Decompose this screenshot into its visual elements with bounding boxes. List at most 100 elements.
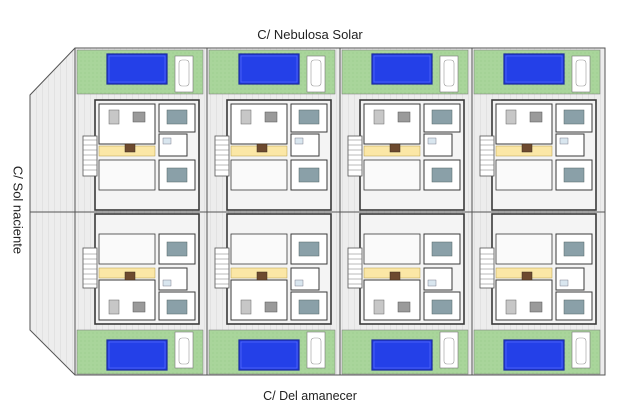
parking-space [571, 55, 591, 93]
bed-1 [431, 109, 453, 125]
sofa [373, 109, 385, 125]
car-outline [443, 337, 455, 365]
bedroom-2 [158, 233, 196, 265]
site-outline [29, 47, 606, 376]
bed-2 [563, 241, 585, 257]
parking-space [306, 331, 326, 369]
hallway [98, 233, 156, 265]
bathroom [158, 267, 188, 291]
staircase [214, 247, 230, 289]
pool-inner [240, 55, 298, 83]
bedroom-1 [290, 103, 328, 133]
pool [238, 53, 300, 85]
parking-space [174, 55, 194, 93]
hallway [495, 159, 553, 191]
dining-table [256, 143, 268, 153]
staircase [347, 247, 363, 289]
house-block-1 [74, 48, 204, 375]
armchair [397, 111, 411, 123]
armchair [397, 301, 411, 313]
pool [503, 339, 565, 371]
bedroom-2 [290, 233, 328, 265]
bed-2 [298, 241, 320, 257]
dining-table [389, 143, 401, 153]
sofa [373, 299, 385, 315]
bed-2 [166, 167, 188, 183]
hallway [495, 233, 553, 265]
bathroom [555, 267, 585, 291]
sofa [108, 109, 120, 125]
pool-inner [505, 55, 563, 83]
bed-2 [298, 167, 320, 183]
street-label-bottom: C/ Del amanecer [263, 389, 357, 403]
staircase [82, 247, 98, 289]
bed-1 [166, 299, 188, 315]
staircase [479, 247, 495, 289]
hallway [98, 159, 156, 191]
house-block-4 [471, 48, 601, 375]
parking-space [306, 55, 326, 93]
pool-inner [373, 341, 431, 369]
pool [106, 339, 168, 371]
pool-inner [373, 55, 431, 83]
armchair [529, 111, 543, 123]
pool-inner [240, 341, 298, 369]
bed-2 [563, 167, 585, 183]
pool [503, 53, 565, 85]
living-room [363, 279, 421, 321]
sofa [505, 299, 517, 315]
hallway [363, 159, 421, 191]
dining-table [521, 143, 533, 153]
street-label-top: C/ Nebulosa Solar [257, 27, 363, 42]
street-label-left: C/ Sol naciente [10, 165, 26, 255]
bed-1 [166, 109, 188, 125]
car-outline [575, 337, 587, 365]
bed-1 [298, 299, 320, 315]
bathroom [290, 133, 320, 157]
pool-inner [505, 341, 563, 369]
bathroom [555, 133, 585, 157]
washbasin [294, 137, 304, 145]
armchair [132, 301, 146, 313]
armchair [264, 301, 278, 313]
washbasin [294, 279, 304, 287]
washbasin [559, 137, 569, 145]
dining-table [124, 143, 136, 153]
car-outline [178, 337, 190, 365]
hallway [363, 233, 421, 265]
pool [371, 53, 433, 85]
bed-1 [431, 299, 453, 315]
living-room [230, 279, 288, 321]
parking-space [439, 55, 459, 93]
staircase [82, 135, 98, 177]
staircase [214, 135, 230, 177]
bed-1 [563, 109, 585, 125]
living-room [230, 103, 288, 145]
armchair [529, 301, 543, 313]
bathroom [158, 133, 188, 157]
bathroom [423, 267, 453, 291]
car-outline [310, 337, 322, 365]
washbasin [162, 137, 172, 145]
dining-table [256, 271, 268, 281]
washbasin [427, 137, 437, 145]
pool [238, 339, 300, 371]
washbasin [162, 279, 172, 287]
pool [371, 339, 433, 371]
car-outline [575, 59, 587, 87]
car-outline [443, 59, 455, 87]
pool [106, 53, 168, 85]
living-room [495, 103, 553, 145]
living-room [98, 279, 156, 321]
staircase [479, 135, 495, 177]
dining-table [124, 271, 136, 281]
armchair [264, 111, 278, 123]
sofa [505, 109, 517, 125]
dining-table [521, 271, 533, 281]
house-block-3 [339, 48, 469, 375]
car-outline [178, 59, 190, 87]
pool-inner [108, 55, 166, 83]
washbasin [427, 279, 437, 287]
bed-1 [563, 299, 585, 315]
